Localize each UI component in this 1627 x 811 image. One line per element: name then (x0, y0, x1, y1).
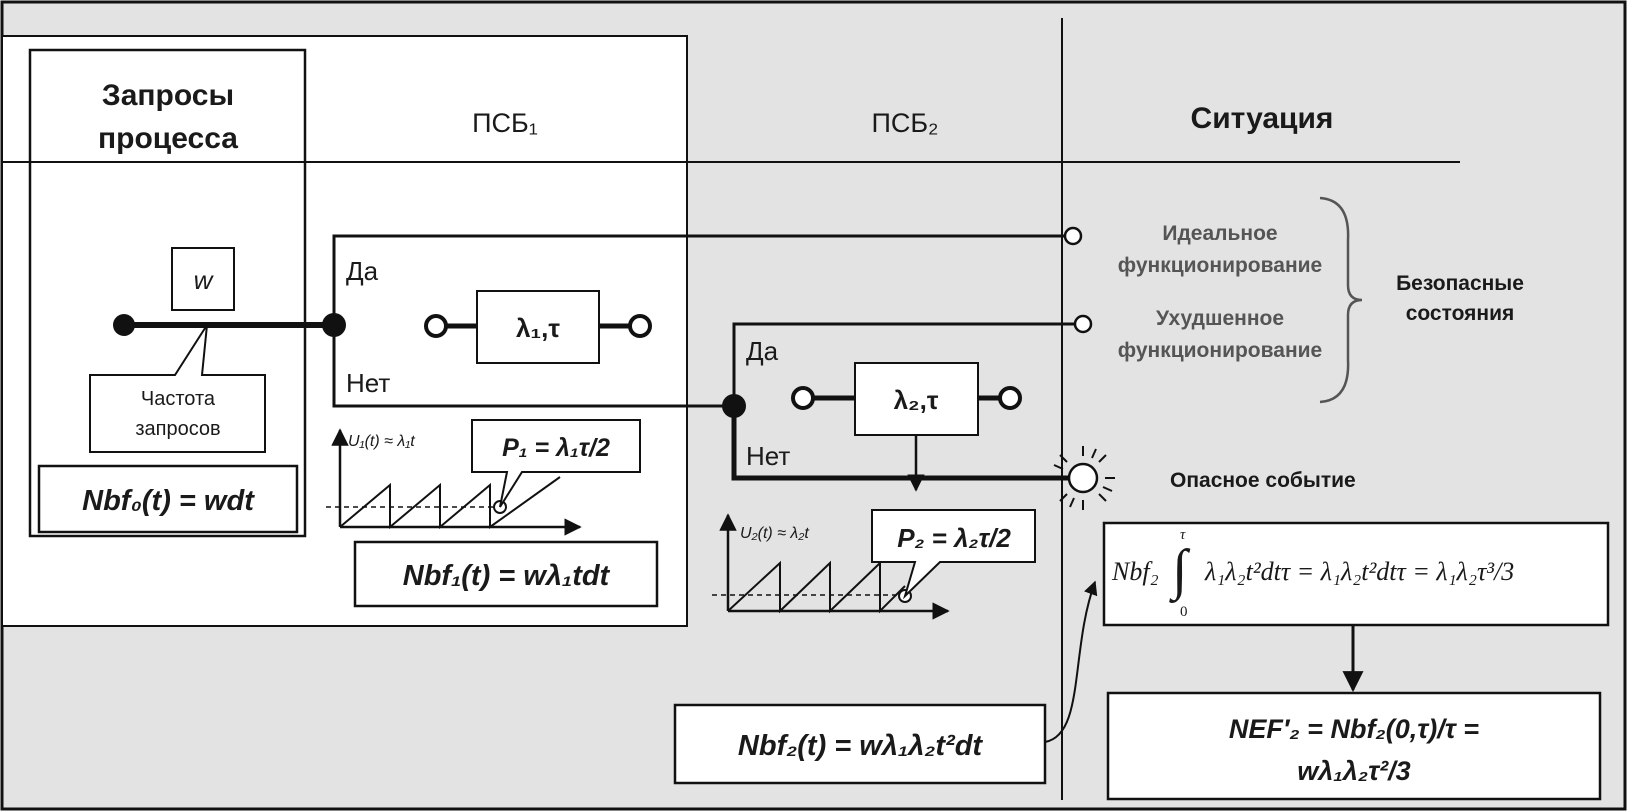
psb2-yes-label: Да (746, 336, 779, 366)
integral-upper: τ (1180, 527, 1186, 543)
lambda1-terminal-left (424, 314, 448, 338)
nbf1-formula: Nbf₁(t) = wλ₁tdt (403, 560, 611, 592)
w-box (171, 247, 235, 311)
request-source-node (113, 314, 135, 336)
requests-column (28, 48, 307, 538)
p2-callout (871, 509, 1036, 600)
safe-line2: состояния (1406, 302, 1515, 325)
p1-label: P₁ = λ₁τ/2 (502, 434, 610, 462)
frequency-callout (89, 324, 266, 453)
u2-sawtooth (727, 560, 906, 614)
u2-axis-label: U₂(t) ≈ λ₂t (740, 525, 809, 542)
lambda2-label: λ₂,τ (894, 385, 939, 415)
nef-line1: NEF′₂ = Nbf₂(0,τ)/τ = (1229, 714, 1479, 744)
lambda2-terminal-left (791, 386, 815, 410)
nbf2-box (673, 703, 1047, 785)
degraded-node (1073, 314, 1093, 334)
u1-sawtooth (339, 476, 561, 530)
frequency-line2: запросов (135, 418, 220, 440)
degraded-line1: Ухудшенное (1156, 307, 1284, 330)
safe-line1: Безопасные (1396, 272, 1524, 295)
psb2-yes-line (732, 322, 1083, 406)
integral-left: Nbf₂ (1111, 557, 1159, 586)
lambda1-box (476, 290, 600, 364)
nbf0-box (37, 464, 299, 534)
nbf1-box (353, 540, 659, 608)
lambda2-box (854, 362, 979, 436)
psb2-no-line (731, 406, 1068, 481)
lambda1-label: λ₁,τ (516, 313, 560, 343)
nbf2-to-integral-arrow (1044, 580, 1098, 743)
lambda2-terminal-right (998, 386, 1022, 410)
header-requests-line2: процесса (98, 122, 238, 155)
nef-line2: wλ₁λ₂τ²/3 (1297, 756, 1410, 786)
degraded-line2: функционирование (1118, 339, 1322, 362)
w-label: w (194, 265, 215, 295)
psb1-yes-label: Да (346, 256, 379, 286)
hazard-burst-icon (1051, 446, 1115, 510)
nbf2-formula: Nbf₂(t) = wλ₁λ₂t²dt (738, 730, 984, 762)
frequency-line1: Частота (141, 388, 216, 410)
hazard-label: Опасное событие (1170, 469, 1356, 492)
header-requests-line1: Запросы (102, 79, 234, 112)
p1-callout (471, 419, 641, 508)
ideal-line1: Идеальное (1162, 222, 1277, 245)
nbf0-formula: Nbf₀(t) = wdt (82, 485, 255, 517)
integral-box (1102, 521, 1610, 627)
header-psb1: ПСБ₁ (472, 108, 538, 138)
header-psb2: ПСБ₂ (871, 108, 938, 138)
integral-lower: 0 (1180, 604, 1188, 620)
ideal-line2: функционирование (1118, 254, 1322, 277)
header-situation: Ситуация (1191, 102, 1334, 135)
u1-axis-label: U₁(t) ≈ λ₁t (348, 433, 415, 450)
p2-label: P₂ = λ₂τ/2 (897, 523, 1011, 553)
psb2-no-label: Нет (746, 441, 790, 471)
psb1-no-line (332, 325, 734, 408)
lambda1-terminal-right (628, 314, 652, 338)
nef-box (1106, 691, 1602, 801)
integral-body: λ₁λ₂t²dtτ = λ₁λ₂t²dtτ = λ₁λ₂τ³/3 (1204, 557, 1514, 586)
safe-states-brace (1319, 196, 1363, 404)
ideal-node (1063, 226, 1083, 246)
integral-sign: ∫ (1169, 539, 1191, 604)
psb1-no-label: Нет (346, 368, 390, 398)
psb1-yes-line (332, 234, 1073, 325)
